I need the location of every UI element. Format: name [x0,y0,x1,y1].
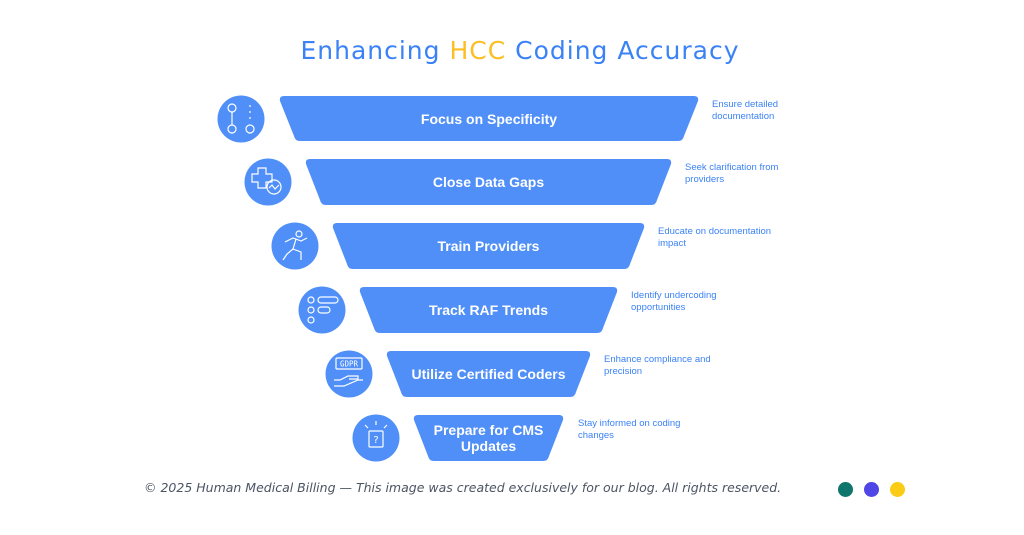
copyright-footer: © 2025 Human Medical Billing — This imag… [144,480,782,495]
page-title: Enhancing HCC Coding Accuracy [0,36,1024,65]
title-part-1: Enhancing [300,36,450,65]
stage-label-1: Focus on Specificity [420,110,558,127]
stage-icon-badge-4 [298,286,346,334]
stage-label-4: Track RAF Trends [428,302,549,318]
stage-description-3: Educate on documentation impact [658,226,772,249]
stage-icon-badge-1 [217,95,265,143]
title-highlight: HCC [449,36,507,65]
stage-description-4: Identify undercoding opportunities [631,290,717,313]
stage-label-5: Utilize Certified Coders [411,366,566,382]
stage-description-5: Enhance compliance and precision [604,354,711,377]
specificity-icon [227,103,255,134]
funnel-stage-4 [359,287,618,333]
stage-description-6: Stay informed on coding changes [578,418,681,441]
funnel-stage-5 [386,351,591,397]
running-person-icon [282,230,308,261]
stage-icon-badge-3 [271,222,319,270]
funnel-stage-3 [332,223,645,269]
stage-description-1: Ensure detailed documentation [712,99,779,122]
decorative-dot-yellow [890,482,905,497]
stage-label-2: Close Data Gaps [432,174,545,190]
funnel-stage-6 [413,415,564,461]
stage-label-3: Train Providers [437,238,540,254]
toggle-list-icon [307,296,339,324]
title-part-2: Coding Accuracy [506,36,740,65]
decorative-dot-teal [838,482,853,497]
svg-text:?: ? [373,435,378,446]
funnel-stage-1 [279,96,699,141]
funnel-stage-2 [305,159,672,205]
stage-icon-badge-6 [352,414,400,462]
stage-label-6: Prepare for CMS Updates [433,422,544,454]
svg-text:GDPR: GDPR [340,360,359,369]
medical-cross-chart-icon [251,167,282,195]
alert-notice-icon: ? [364,421,388,448]
decorative-dot-indigo [864,482,879,497]
stage-description-2: Seek clarification from providers [685,162,779,185]
gdpr-hand-icon: GDPR [334,357,363,387]
